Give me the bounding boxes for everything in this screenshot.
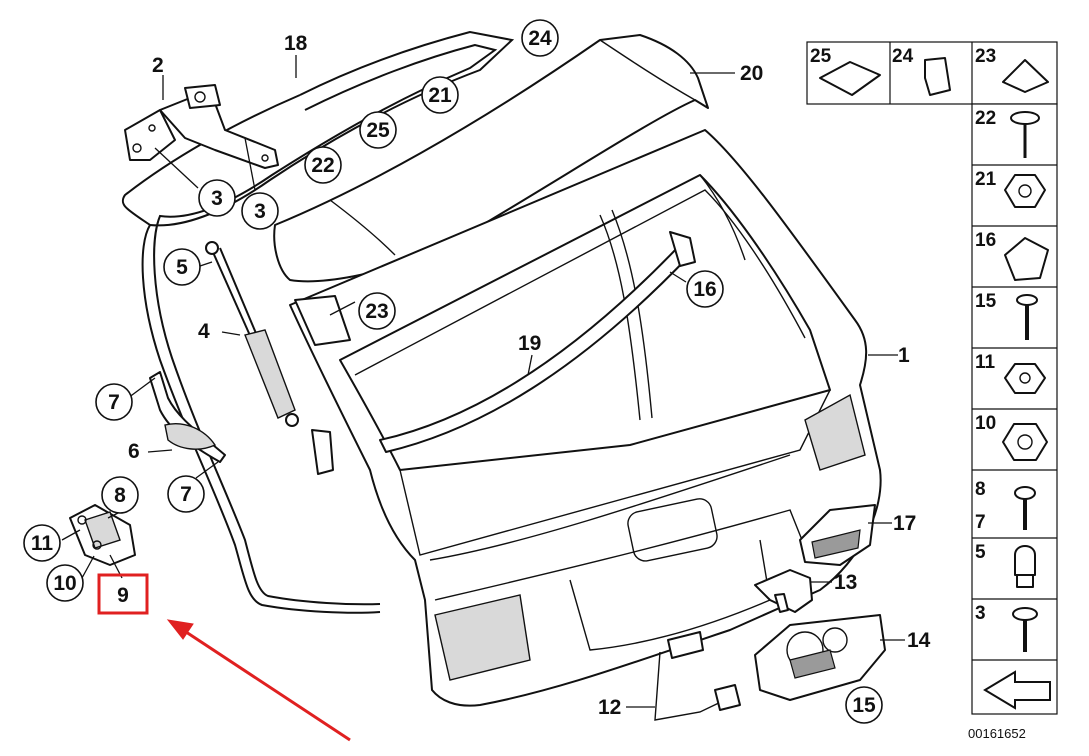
label-7b: 7 [180,483,192,506]
screw-15-icon [1016,294,1038,340]
lock-part [754,614,886,701]
nut-21-icon [1004,174,1046,208]
clip-25-icon [819,61,881,96]
label-15: 15 [852,694,876,717]
label-20: 20 [740,62,763,85]
side-label-25: 25 [810,46,832,67]
label-10-circle: 10 [46,564,84,602]
label-8: 8 [114,484,126,507]
label-24: 24 [528,27,552,50]
grommet-24-icon [924,57,951,96]
label-10: 10 [53,572,76,595]
label-8-circle: 8 [101,476,139,514]
bolt-5-icon [1014,545,1036,588]
label-7b-circle: 7 [167,475,205,513]
side-label-10: 10 [975,413,996,434]
label-15-circle: 15 [845,686,883,724]
highlight-box: 9 [97,573,149,615]
label-11: 11 [31,532,54,555]
nut-11-icon [1004,363,1046,394]
label-3a-circle: 3 [198,179,236,217]
side-label-3: 3 [975,603,986,624]
label-2: 2 [152,54,164,77]
label-5-circle: 5 [163,248,201,286]
label-19: 19 [518,332,541,355]
label-7a-circle: 7 [95,383,133,421]
side-label-15: 15 [975,291,997,312]
leader-lines [61,55,905,708]
side-label-24: 24 [892,46,914,67]
screw-22-icon [1010,111,1040,158]
label-22: 22 [311,154,334,177]
label-13: 13 [834,571,857,594]
side-label-7: 7 [975,512,986,533]
nut-23-icon [1002,59,1049,93]
latch-striker-part [69,504,136,566]
label-9: 9 [117,584,129,607]
bumper-stop-part [149,371,226,463]
label-24-circle: 24 [521,19,559,57]
side-label-11: 11 [975,352,996,373]
label-1: 1 [898,344,910,367]
label-7a: 7 [108,391,120,414]
label-21: 21 [428,84,452,107]
clip-16-icon [1004,237,1049,281]
bracket-part [754,569,813,613]
side-label-8: 8 [975,479,986,500]
label-18: 18 [284,32,308,55]
label-23-circle: 23 [358,292,396,330]
tailgate-body-part [289,129,882,707]
label-21-circle: 21 [421,76,459,114]
label-22-circle: 22 [304,146,342,184]
side-panel: 25 24 23 22 21 16 15 11 10 8 7 5 3 [806,41,1058,741]
side-label-23: 23 [975,46,996,67]
brake-light-strip-part [379,231,696,453]
label-12: 12 [598,696,621,719]
label-17: 17 [893,512,916,535]
label-16-circle: 16 [686,270,724,308]
side-label-22: 22 [975,108,996,129]
handle-switch-part [799,504,876,566]
screw-3-icon [1012,607,1038,652]
nut-10-icon [1002,423,1048,461]
side-label-5: 5 [975,542,986,563]
label-3b-circle: 3 [241,192,279,230]
label-25: 25 [366,119,390,142]
side-label-16: 16 [975,230,996,251]
label-3b: 3 [254,200,266,223]
screw-8-7-icon [1014,486,1036,530]
rear-spoiler-part [273,34,709,283]
red-arrow [166,619,351,742]
label-25-circle: 25 [359,111,397,149]
label-11-circle: 11 [23,524,61,562]
label-6: 6 [128,440,140,463]
label-5: 5 [176,256,188,279]
tailgate-seal-part [121,30,515,614]
arrow-reference-icon [983,670,1051,710]
label-23: 23 [365,300,388,323]
side-label-21: 21 [975,169,997,190]
label-16: 16 [693,278,716,301]
rod-part [654,631,741,721]
hinge-part [124,84,279,169]
label-4: 4 [198,320,210,343]
gas-strut-part [205,241,299,427]
label-3a: 3 [211,187,223,210]
label-14: 14 [907,629,931,652]
document-number: 00161652 [968,726,1026,741]
